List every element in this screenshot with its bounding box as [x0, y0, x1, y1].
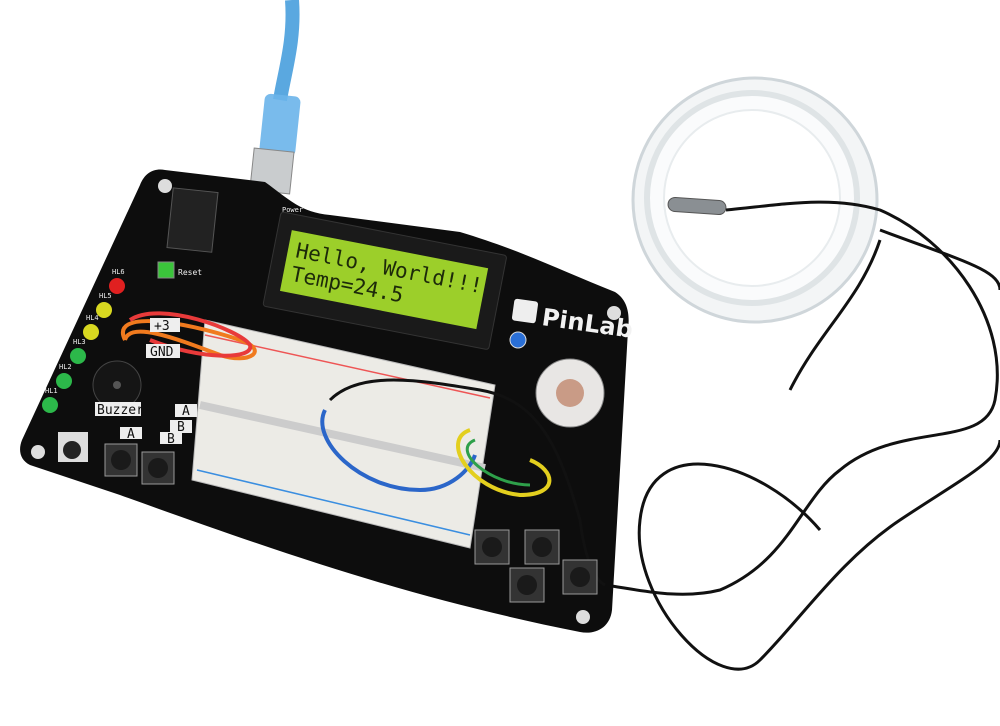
temperature-probe	[667, 196, 727, 216]
mount-hole	[158, 179, 172, 193]
led-label: HL1	[45, 387, 58, 395]
led-label: HL6	[112, 268, 125, 276]
led-label: HL5	[99, 292, 112, 300]
gnd-label: GND	[150, 345, 174, 360]
water-glass	[631, 76, 879, 324]
button-b-label: B	[167, 432, 175, 447]
reset-label: Reset	[178, 268, 202, 277]
mount-hole	[576, 610, 590, 624]
side-b-label: B	[177, 420, 185, 435]
wire-black	[328, 378, 606, 587]
power-label: Power	[282, 206, 303, 214]
button-a-label: A	[127, 427, 135, 442]
led-label: HL2	[59, 363, 72, 371]
reset-button[interactable]	[157, 261, 175, 279]
probe-cable-loop	[637, 228, 1000, 671]
wire-red	[128, 311, 253, 358]
probe-cable	[604, 200, 999, 596]
wifi-module	[166, 187, 219, 253]
led-column: HL6 HL5 HL4 HL3 HL2 HL1	[42, 268, 125, 413]
usb-cable	[249, 0, 301, 195]
potentiometer[interactable]	[509, 331, 527, 349]
wire-yellow	[456, 428, 552, 498]
buzzer-label: Buzzer	[97, 403, 144, 418]
led-label: HL4	[86, 314, 99, 322]
wire-green	[465, 438, 531, 487]
direction-buttons[interactable]	[474, 529, 598, 603]
wire-blue	[320, 409, 477, 493]
led-label: HL3	[73, 338, 86, 346]
plus3-label: +3	[154, 319, 170, 334]
mount-hole	[31, 445, 45, 459]
side-a-label: A	[182, 404, 190, 419]
mount-hole	[607, 306, 621, 320]
lcd-display: Hello, World!!! Temp=24.5	[262, 211, 507, 350]
wire-orange	[121, 319, 257, 361]
